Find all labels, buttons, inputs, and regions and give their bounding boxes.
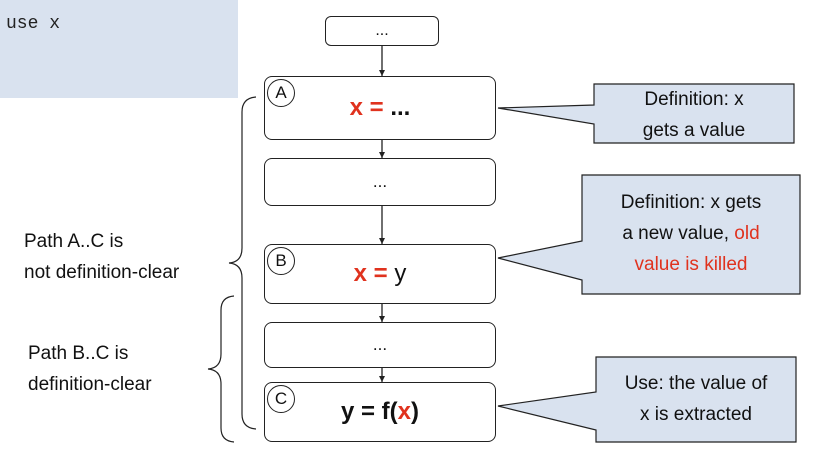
node-b-label: B xyxy=(267,247,295,275)
callout-new-definition-line2: a new value, old xyxy=(582,218,800,249)
node-b-rhs: y xyxy=(394,260,407,287)
node-c-statement: y = f(x) xyxy=(265,383,495,441)
callout-new-definition-shape xyxy=(497,174,801,295)
code-snippet: use x xyxy=(6,14,61,34)
node-b-label-text: B xyxy=(275,251,287,270)
node-a-rhs: ... xyxy=(390,94,411,121)
node-c-label-text: C xyxy=(274,389,288,408)
callout-new-definition-line3: value is killed xyxy=(634,254,748,275)
brace-b-c xyxy=(207,295,235,443)
callout-use-line1: Use: the value of xyxy=(624,373,768,394)
callout-use: Use: the value of x is extracted xyxy=(596,368,796,430)
node-a-label-text: A xyxy=(275,83,287,102)
node-a-b-text: ... xyxy=(372,172,388,191)
callout-definition-shape xyxy=(497,83,795,144)
node-c: C y = f(x) xyxy=(264,382,496,442)
brace-a-c xyxy=(228,96,257,430)
node-c-label: C xyxy=(267,385,295,413)
path-a-c-line2: not definition-clear xyxy=(24,262,180,283)
path-b-c-label: Path B..C is definition-clear xyxy=(28,338,152,400)
callout-use-line2: x is extracted xyxy=(640,404,752,425)
node-a-b-intermediate: ... xyxy=(264,158,496,206)
node-b-c-intermediate: ... xyxy=(264,322,496,368)
node-entry-text: ... xyxy=(375,22,389,39)
node-a: A x = ... xyxy=(264,76,496,140)
node-a-statement: x = ... xyxy=(265,77,495,139)
callout-use-shape xyxy=(497,356,797,443)
callout-new-definition-line1: Definition: x gets xyxy=(620,192,762,213)
node-c-post: ) xyxy=(411,398,420,425)
node-entry: ... xyxy=(325,16,439,46)
node-b-c-text: ... xyxy=(372,335,388,354)
callout-definition: Definition: x gets a value xyxy=(594,84,794,146)
path-b-c-line1: Path B..C is xyxy=(28,343,129,364)
node-b-statement: x = y xyxy=(265,245,495,303)
path-a-c-label: Path A..C is not definition-clear xyxy=(24,226,179,288)
node-b-lhs: x = xyxy=(353,260,395,287)
code-panel: use x xyxy=(0,0,238,98)
node-a-lhs: x = xyxy=(349,94,391,121)
callout-new-definition-line2-red: old xyxy=(734,223,760,244)
node-c-var: x xyxy=(397,398,412,425)
callout-new-definition-line2-black: a new value, xyxy=(622,223,735,244)
callout-definition-line1: Definition: x xyxy=(644,89,744,110)
node-a-label: A xyxy=(267,79,295,107)
node-c-pre: y = f( xyxy=(340,398,398,425)
node-b: B x = y xyxy=(264,244,496,304)
path-a-c-line1: Path A..C is xyxy=(24,231,124,252)
callout-new-definition: Definition: x gets a new value, old valu… xyxy=(582,187,800,280)
path-b-c-line2: definition-clear xyxy=(28,374,152,395)
callout-definition-line2: gets a value xyxy=(642,120,746,141)
